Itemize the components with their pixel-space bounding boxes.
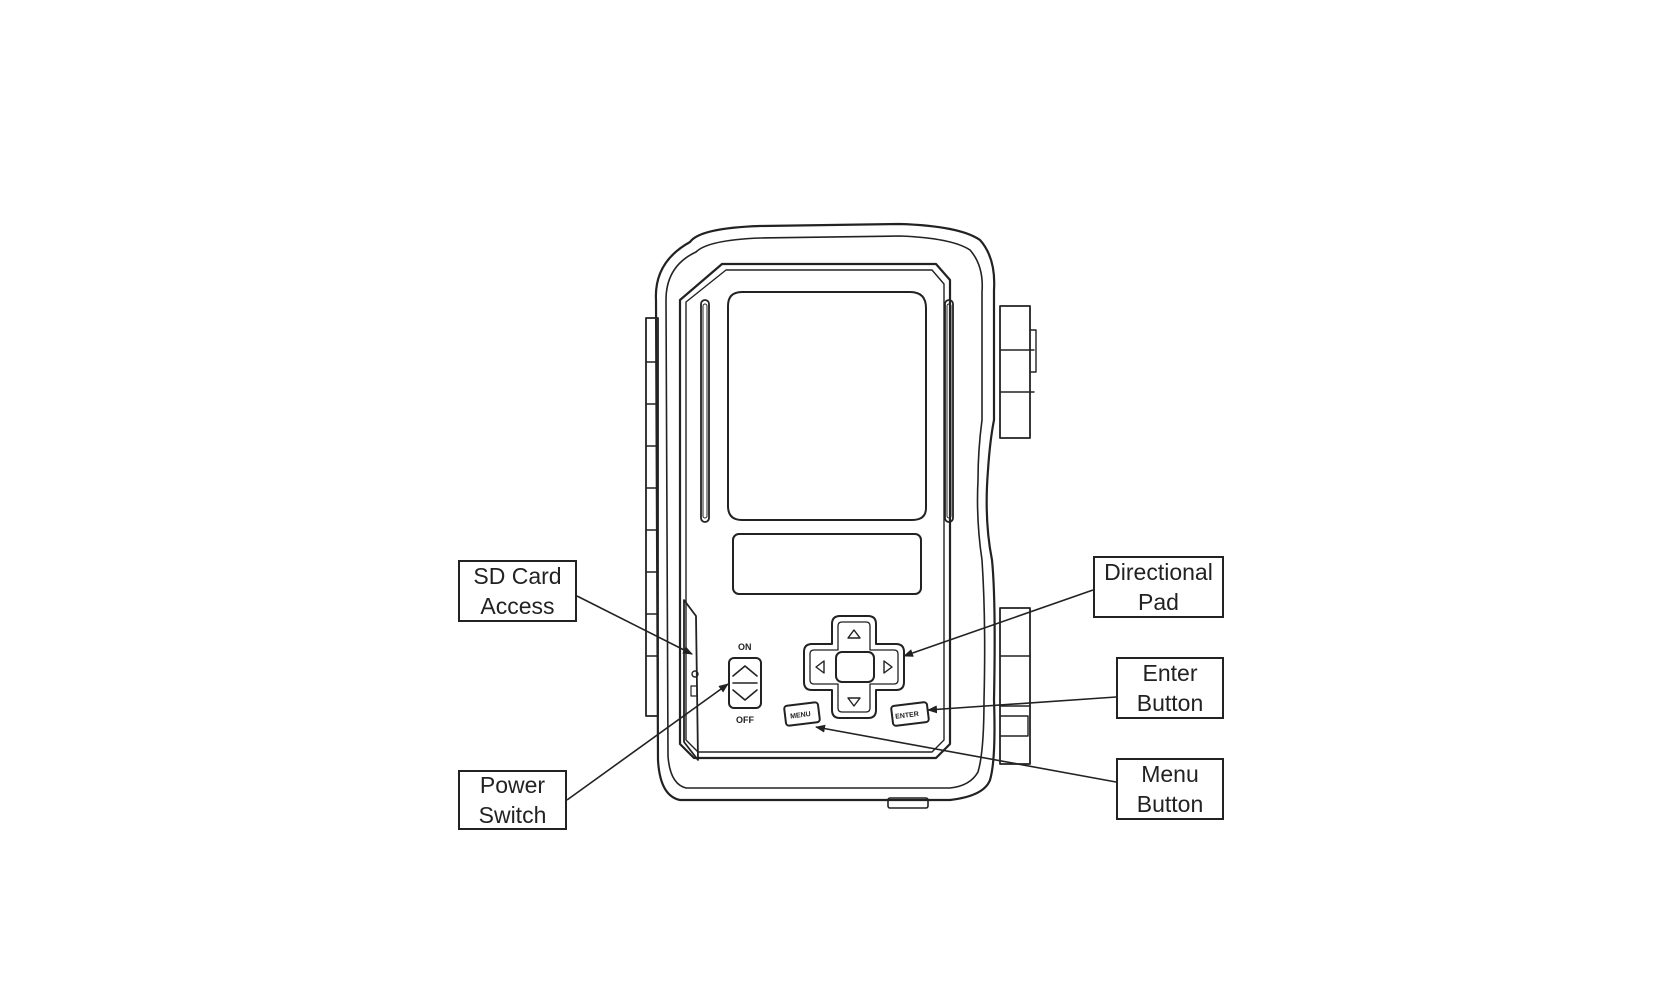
camera-housing-inner-outline — [665, 235, 986, 789]
callout-sd-card-line1: SD Card — [473, 563, 562, 589]
left-strap — [645, 317, 659, 717]
dpad-left-arrow-icon — [815, 660, 825, 674]
callout-directional-pad: Directional Pad — [1093, 556, 1224, 618]
callout-menu-button: Menu Button — [1116, 758, 1224, 820]
menu-key-label: MENU — [790, 711, 811, 720]
lcd-screen — [727, 291, 927, 521]
leader-sd-card — [576, 595, 693, 655]
directional-pad — [803, 615, 905, 719]
lower-window — [732, 533, 922, 595]
bottom-tab — [887, 797, 929, 809]
callout-menu-line2: Button — [1136, 791, 1204, 817]
right-latch-bottom — [999, 607, 1031, 765]
enter-key-label: ENTER — [895, 711, 919, 721]
camera-housing-outline — [654, 222, 996, 802]
dpad-right-arrow-icon — [883, 660, 893, 674]
callout-dpad-line2: Pad — [1138, 589, 1179, 615]
callout-power-line1: Power — [479, 772, 546, 798]
leader-directional-pad — [903, 589, 1094, 657]
right-latch-top — [999, 305, 1031, 439]
leader-menu-button — [815, 724, 1117, 783]
callout-dpad-line1: Directional — [1104, 559, 1213, 585]
front-bezel — [678, 262, 952, 760]
callout-sd-card-access: SD Card Access — [458, 560, 577, 622]
dpad-up-arrow-icon — [847, 629, 861, 639]
switch-on-label: ON — [738, 642, 752, 652]
left-slot — [700, 299, 710, 523]
right-slot — [944, 299, 954, 523]
leader-enter-button — [927, 696, 1117, 714]
callout-power-switch: Power Switch — [458, 770, 567, 830]
switch-off-label: OFF — [736, 715, 754, 725]
menu-key: MENU — [783, 701, 821, 727]
dpad-down-arrow-icon — [847, 697, 861, 707]
callout-sd-card-line2: Access — [480, 593, 555, 619]
leader-power-switch — [566, 683, 729, 801]
callout-menu-line1: Menu — [1141, 761, 1199, 787]
left-slot-inner — [702, 303, 708, 519]
callout-power-line2: Switch — [478, 802, 547, 828]
power-switch-body — [728, 657, 762, 709]
callout-enter-button: Enter Button — [1116, 657, 1224, 719]
callout-enter-line2: Button — [1136, 690, 1204, 716]
enter-key: ENTER — [890, 701, 930, 727]
right-slot-inner — [946, 303, 952, 519]
front-bezel-inner — [685, 269, 945, 753]
dpad-center-button — [835, 651, 875, 683]
callout-enter-line1: Enter — [1142, 660, 1198, 686]
sd-card-door — [683, 599, 699, 761]
